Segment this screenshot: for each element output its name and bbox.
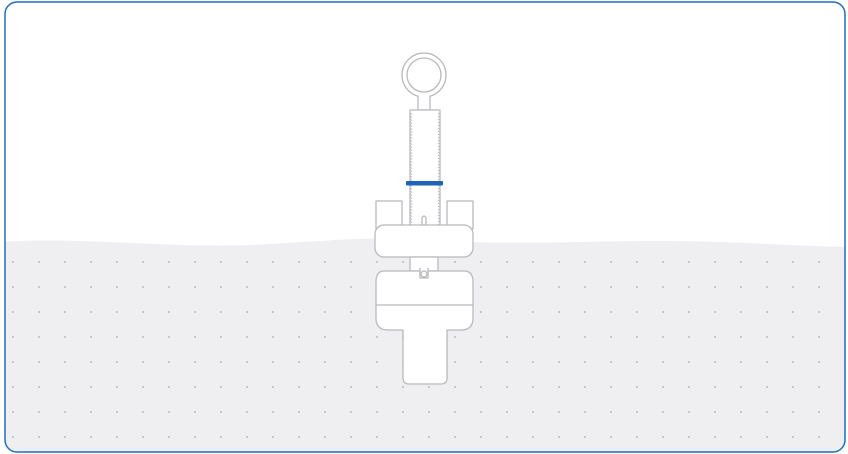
thread-tick — [437, 190, 441, 193]
thread-tick — [437, 196, 441, 199]
thread-tick — [437, 199, 441, 202]
thread-tick — [409, 118, 413, 121]
thread-tick — [409, 127, 413, 130]
thread-tick — [409, 160, 413, 163]
thread-tick — [409, 193, 413, 196]
thread-tick — [409, 178, 413, 181]
thread-tick — [409, 172, 413, 175]
thread-tick — [437, 214, 441, 217]
thread-tick — [409, 214, 413, 217]
thread-tick — [437, 148, 441, 151]
thread-tick — [437, 112, 441, 115]
device-threaded-rod — [409, 109, 441, 229]
thread-tick — [409, 190, 413, 193]
thread-tick — [409, 136, 413, 139]
thread-tick — [437, 154, 441, 157]
thread-tick — [409, 112, 413, 115]
thread-tick — [437, 136, 441, 139]
thread-tick — [437, 220, 441, 223]
device-threads — [409, 112, 441, 226]
frame-border — [4, 1, 846, 453]
thread-tick — [437, 142, 441, 145]
thread-tick — [437, 202, 441, 205]
thread-tick — [437, 151, 441, 154]
thread-tick — [437, 157, 441, 160]
thread-tick — [409, 145, 413, 148]
thread-tick — [409, 205, 413, 208]
thread-tick — [437, 163, 441, 166]
thread-tick — [409, 151, 413, 154]
thread-tick — [437, 208, 441, 211]
device-body — [375, 270, 474, 385]
thread-tick — [437, 166, 441, 169]
thread-tick — [437, 193, 441, 196]
thread-tick — [437, 145, 441, 148]
thread-tick — [437, 133, 441, 136]
thread-tick — [409, 157, 413, 160]
thread-tick — [409, 154, 413, 157]
device-ring-inner — [406, 57, 442, 93]
thread-tick — [409, 220, 413, 223]
thread-tick — [409, 196, 413, 199]
thread-tick — [409, 169, 413, 172]
thread-tick — [409, 124, 413, 127]
thread-tick — [409, 139, 413, 142]
thread-tick — [409, 115, 413, 118]
thread-tick — [409, 133, 413, 136]
thread-tick — [409, 217, 413, 220]
thread-tick — [409, 175, 413, 178]
device-post-right — [446, 200, 474, 230]
thread-tick — [409, 187, 413, 190]
thread-tick — [409, 121, 413, 124]
ground-stake-sensor-icon — [374, 52, 474, 385]
thread-tick — [437, 121, 441, 124]
device-neck — [417, 96, 431, 111]
thread-tick — [437, 118, 441, 121]
thread-tick — [437, 160, 441, 163]
thread-tick — [409, 148, 413, 151]
thread-tick — [437, 217, 441, 220]
thread-tick — [409, 208, 413, 211]
thread-tick — [437, 124, 441, 127]
thread-tick — [437, 127, 441, 130]
device-body-screw — [420, 270, 428, 278]
thread-tick — [437, 211, 441, 214]
thread-tick — [437, 205, 441, 208]
thread-tick — [409, 142, 413, 145]
thread-tick — [409, 202, 413, 205]
thread-tick — [409, 211, 413, 214]
thread-tick — [437, 178, 441, 181]
thread-tick — [409, 166, 413, 169]
thread-tick — [437, 130, 441, 133]
thread-tick — [437, 139, 441, 142]
thread-tick — [437, 187, 441, 190]
thread-tick — [437, 172, 441, 175]
thread-tick — [437, 175, 441, 178]
depth-marker-band — [406, 181, 443, 186]
thread-tick — [437, 169, 441, 172]
thread-tick — [409, 130, 413, 133]
device-collar — [374, 224, 474, 258]
thread-tick — [409, 199, 413, 202]
thread-tick — [409, 163, 413, 166]
thread-tick — [437, 115, 441, 118]
